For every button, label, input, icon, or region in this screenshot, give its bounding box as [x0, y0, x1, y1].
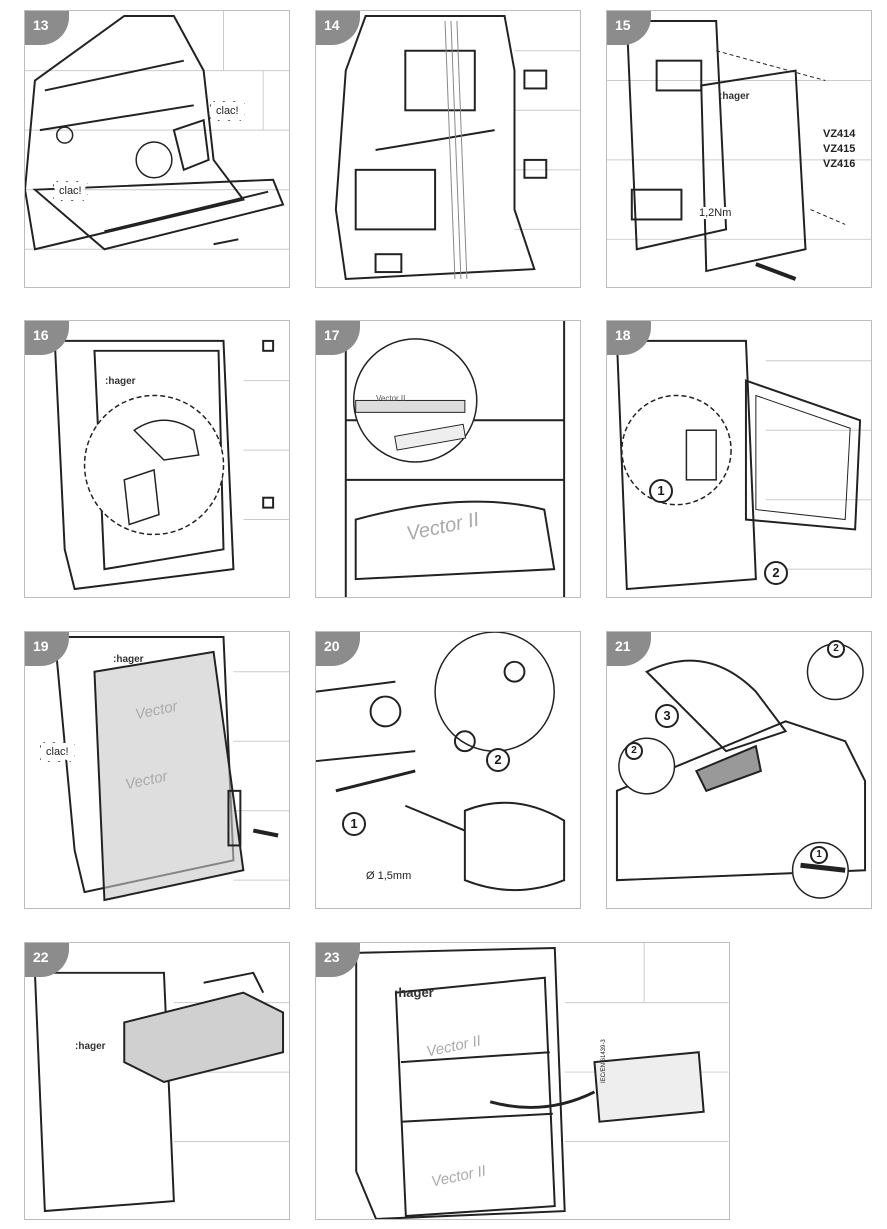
- callout-number-2: 2: [625, 742, 643, 760]
- step-16-panel: 16 :hager: [24, 320, 290, 598]
- callout-number-2: 2: [827, 640, 845, 658]
- step-22-panel: 22 :hager: [24, 942, 290, 1220]
- illustration-hinge-pins: [53, 339, 289, 591]
- step-18-panel: 18 1 2: [606, 320, 872, 598]
- step-23-panel: 23 :hager Vector II Vector II IEC/EN 614…: [315, 942, 730, 1220]
- step-number: 21: [607, 632, 651, 666]
- part-label-vz416: VZ416: [823, 158, 856, 170]
- illustration-door-close: [53, 636, 289, 902]
- callout-number-3: 3: [655, 704, 679, 728]
- illustration-drilling: [316, 632, 566, 892]
- illustration-rail-mount: [25, 11, 289, 251]
- illustration-filler-cover: [33, 971, 289, 1213]
- step-number: 13: [25, 11, 69, 45]
- step-15-panel: 15 :hager VZ414 VZ415 VZ416 1,2Nm: [606, 10, 872, 288]
- illustration-label-sticker: [344, 321, 566, 597]
- step-13-panel: 13 clac! clac!: [24, 10, 290, 288]
- callout-number-1: 1: [649, 479, 673, 503]
- sticker-label: Vector II: [376, 394, 406, 403]
- illustration-terminal-clips: [334, 15, 580, 281]
- brand-logo: :hager: [75, 1041, 106, 1052]
- illustration-cover-fitting: [607, 19, 871, 281]
- norm-label: IEC/EN 61439-3: [601, 1039, 607, 1083]
- step-17-panel: 17 Vector II Vector II: [315, 320, 581, 598]
- illustration-door-hinge: [615, 339, 871, 591]
- drill-size-label: Ø 1,5mm: [366, 870, 412, 882]
- brand-logo: :hager: [719, 91, 750, 102]
- brand-logo: :hager: [394, 985, 434, 1000]
- step-number: 20: [316, 632, 360, 666]
- callout-number-1: 1: [342, 812, 366, 836]
- callout-number-2: 2: [764, 561, 788, 585]
- step-14-panel: 14: [315, 10, 581, 288]
- part-label-vz415: VZ415: [823, 143, 856, 155]
- brand-logo: :hager: [105, 376, 136, 387]
- callout-number-2: 2: [486, 748, 510, 772]
- brand-logo: :hager: [113, 654, 144, 665]
- step-20-panel: 20 1 2 Ø 1,5mm: [315, 631, 581, 909]
- callout-number-1: 1: [810, 846, 828, 864]
- part-label-vz414: VZ414: [823, 128, 856, 140]
- step-number: 17: [316, 321, 360, 355]
- torque-label: 1,2Nm: [699, 207, 732, 219]
- step-19-panel: 19 :hager clac! Vector Vector: [24, 631, 290, 909]
- illustration-finished-enclosure: [355, 943, 729, 1219]
- illustration-seal-removal: [615, 643, 867, 899]
- step-21-panel: 21 1 2 2 3: [606, 631, 872, 909]
